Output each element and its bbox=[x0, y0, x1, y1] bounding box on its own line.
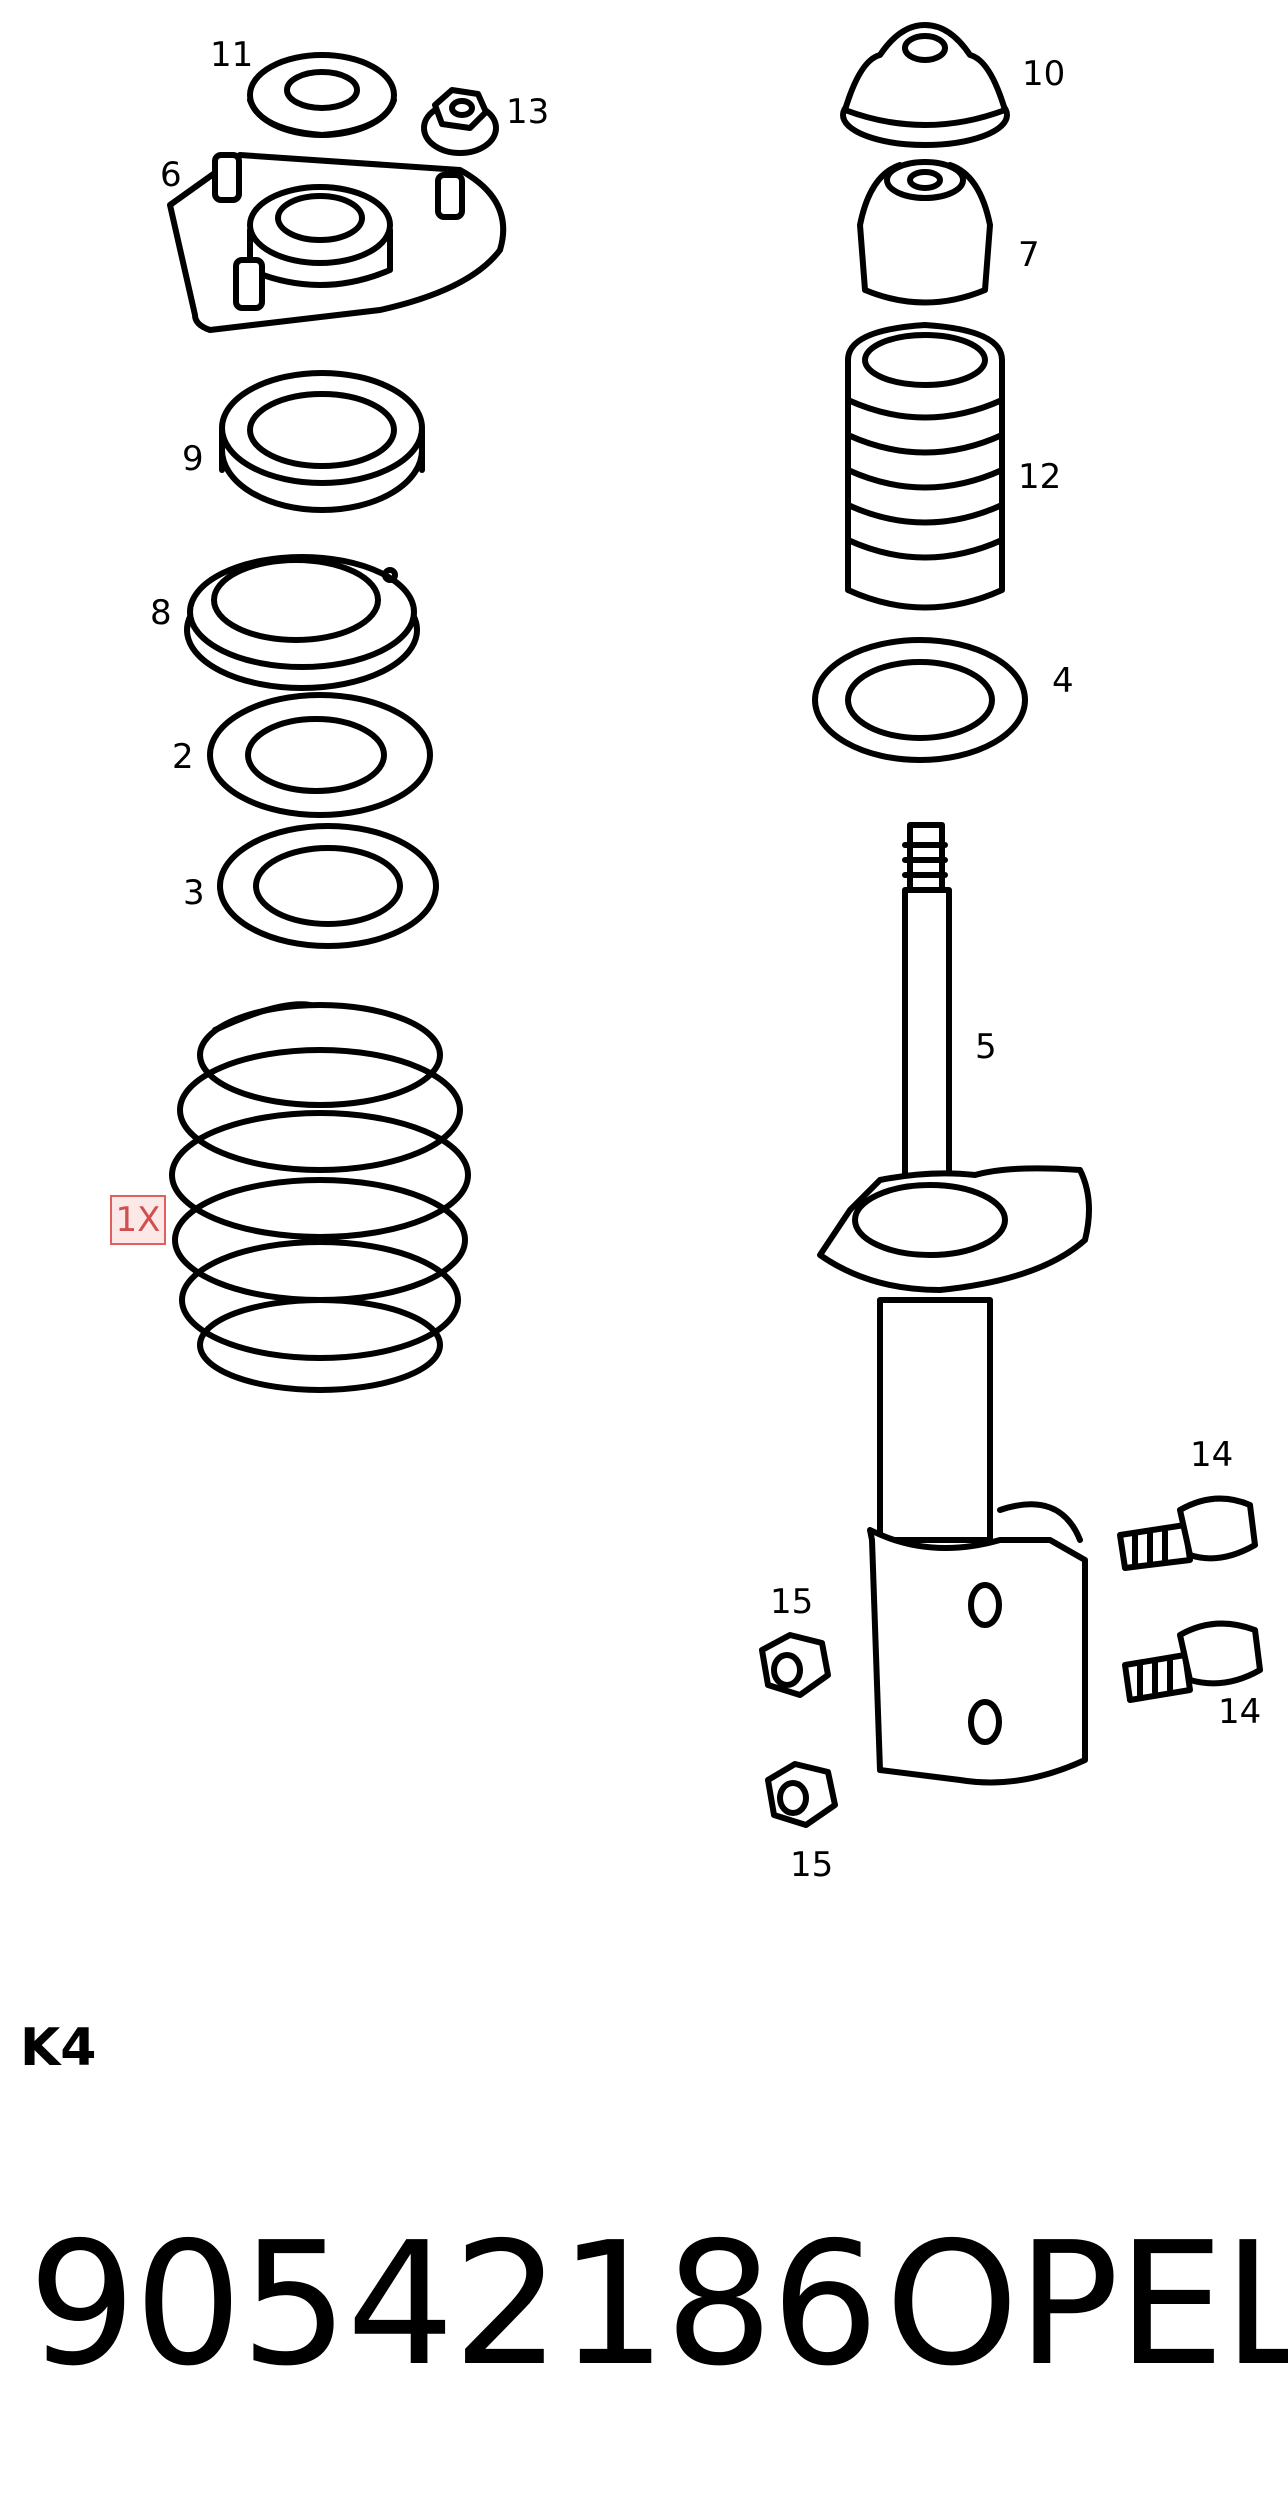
label-part-13: 13 bbox=[506, 92, 550, 132]
part-15-nut-upper bbox=[759, 1632, 831, 1698]
part-3-washer bbox=[217, 823, 439, 949]
part-1-coil-spring bbox=[169, 1001, 471, 1393]
part-6-mount-plate bbox=[167, 152, 507, 333]
label-part-9: 9 bbox=[182, 439, 204, 479]
label-part-10: 10 bbox=[1022, 54, 1066, 94]
label-part-15-upper: 15 bbox=[770, 1582, 814, 1622]
part-8-spring-seat bbox=[184, 554, 420, 691]
label-part-7: 7 bbox=[1018, 235, 1040, 275]
part-9-bearing bbox=[219, 370, 425, 513]
part-11-top-cap bbox=[247, 52, 397, 138]
part-5-shock-absorber bbox=[817, 822, 1092, 1786]
strut-exploded-diagram bbox=[167, 22, 1263, 1828]
part-number: 90542186 bbox=[28, 2206, 879, 2404]
label-part-11: 11 bbox=[210, 35, 254, 75]
label-part-4: 4 bbox=[1052, 661, 1074, 701]
label-part-3: 3 bbox=[183, 873, 205, 913]
label-part-8: 8 bbox=[150, 593, 172, 633]
label-part-5: 5 bbox=[975, 1027, 997, 1067]
label-part-2: 2 bbox=[172, 737, 194, 777]
part-14-bolt-upper bbox=[1117, 1495, 1258, 1571]
brand-name: OPEL bbox=[885, 2206, 1288, 2404]
part-14-bolt-lower bbox=[1122, 1620, 1263, 1703]
part-12-dust-boot bbox=[845, 322, 1005, 611]
label-part-6: 6 bbox=[160, 155, 182, 195]
label-part-14-upper: 14 bbox=[1190, 1435, 1234, 1475]
label-part-15-lower: 15 bbox=[790, 1845, 834, 1885]
part-7-bump-stop bbox=[857, 159, 993, 306]
part-15-nut-lower bbox=[765, 1761, 838, 1828]
part-13-nut bbox=[421, 87, 499, 156]
part-10-top-mount bbox=[840, 22, 1010, 148]
label-part-12: 12 bbox=[1018, 457, 1062, 497]
part-4-washer bbox=[812, 637, 1028, 763]
diagram-code: K4 bbox=[20, 2018, 97, 2078]
part-2-washer bbox=[207, 692, 433, 818]
label-part-14-lower: 14 bbox=[1218, 1692, 1262, 1732]
quantity-badge: 1X bbox=[110, 1195, 166, 1245]
